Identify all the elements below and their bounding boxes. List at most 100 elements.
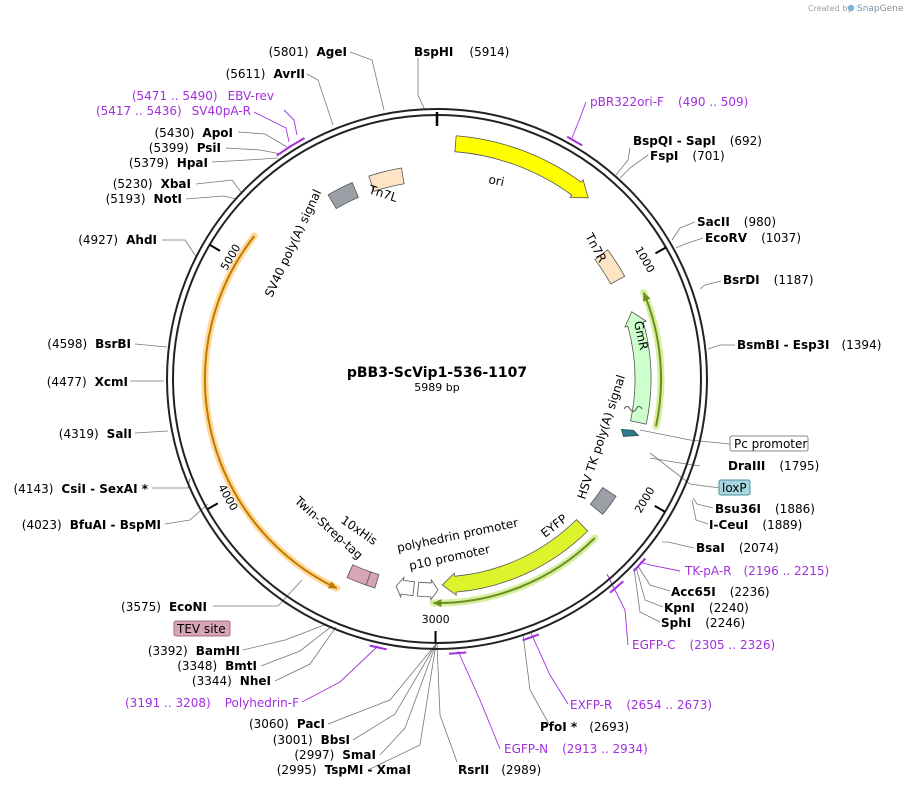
orf-arcs: [201, 232, 665, 608]
snapgene-brand: SnapGene: [857, 4, 904, 14]
enzyme-label: SphI(2246): [661, 616, 745, 630]
primer-marks: [276, 135, 647, 655]
orf-arc: [433, 537, 596, 605]
feature-tn7r: [594, 249, 626, 285]
tick-mark: [654, 246, 667, 255]
credit-text: Created by: [808, 4, 852, 13]
enzyme-label: EcoRV(1037): [705, 231, 801, 245]
feature-label-ori: ori: [487, 172, 505, 189]
enzyme-label: BspHI(5914): [414, 45, 509, 59]
enzyme-label: (2997)SmaI: [294, 748, 376, 762]
primer-label: pBR322ori-F(490 .. 509): [590, 95, 748, 109]
enzyme-label: (3348)BmtI: [177, 659, 257, 673]
primer-label: EXFP-R(2654 .. 2673): [570, 698, 712, 712]
enzyme-label: BsaI(2074): [696, 541, 779, 555]
loxp-label: loxP: [718, 479, 751, 496]
features: [327, 135, 652, 602]
tick-mark: [206, 502, 219, 511]
enzyme-label: (3001)BbsI: [273, 733, 350, 747]
primer-mark: [566, 135, 583, 147]
primer-label: EGFP-C(2305 .. 2326): [632, 638, 775, 652]
enzyme-label: (5379)HpaI: [129, 156, 208, 170]
enzyme-label: (4143)CsiI - SexAI *: [14, 482, 149, 496]
feature-gmr: [624, 311, 652, 425]
orf-arc: [203, 235, 338, 590]
svg-text:TEV site: TEV site: [176, 622, 226, 636]
feature-ori: [454, 135, 589, 199]
plasmid-name: pBB3-ScVip1-536-1107: [347, 365, 527, 381]
tick-label: 3000: [422, 613, 450, 626]
pc-promoter-mark: [623, 405, 643, 412]
primer-label: (5471 .. 5490)EBV-rev: [132, 89, 274, 103]
feature-twin-strep-tag: [346, 564, 372, 586]
tick-mark: [654, 504, 666, 513]
enzyme-label: (5801)AgeI: [269, 45, 347, 59]
enzyme-labels-left: (5801)AgeI (5611)AvrII (5430)ApoI (5399)…: [14, 45, 412, 777]
primer-label: EGFP-N(2913 .. 2934): [504, 742, 648, 756]
feature-label-tn7r: Tn7R: [582, 230, 609, 265]
enzyme-label: DraIII(1795): [728, 459, 819, 473]
enzyme-label: (4023)BfuAI - BspMI: [22, 518, 161, 532]
primer-mark: [632, 557, 647, 572]
enzyme-label: (5230)XbaI: [113, 177, 191, 191]
enzyme-label: (5193)NotI: [106, 192, 182, 206]
enzyme-label: (5611)AvrII: [226, 67, 305, 81]
enzyme-label: (4319)SalI: [59, 427, 132, 441]
enzyme-label: I-CeuI(1889): [709, 518, 802, 532]
enzyme-label: (4477)XcmI: [47, 375, 128, 389]
feature-p10-promoter: [395, 575, 415, 599]
enzyme-label: (3060)PacI: [249, 717, 325, 731]
orf-arrowhead: [327, 581, 337, 589]
feature-sv40-poly-a-signal: [327, 182, 359, 210]
enzyme-label: Acc65I(2236): [671, 585, 770, 599]
enzyme-label: BsmBI - Esp3I(1394): [737, 338, 881, 352]
tick-mark: [209, 243, 221, 252]
primer-mark: [522, 633, 540, 642]
enzyme-label: BspQI - SapI(692): [633, 134, 762, 148]
primer-mark: [276, 145, 292, 157]
tick-label: 1000: [632, 244, 657, 275]
leader-lines: [130, 51, 735, 771]
enzyme-label: (2995)TspMI - XmaI: [277, 763, 411, 777]
enzyme-labels-right: BspHI(5914) BspQI - SapI(692) FspI(701) …: [414, 45, 881, 777]
orf-arrowhead: [643, 292, 651, 302]
enzyme-label: (5399)PsiI: [149, 141, 221, 155]
primer-label: (3191 .. 3208)Polyhedrin-F: [125, 696, 299, 710]
enzyme-label: (3344)NheI: [192, 674, 271, 688]
tick-label: 2000: [632, 485, 657, 516]
primer-label: TK-pA-R(2196 .. 2215): [684, 564, 829, 578]
enzyme-label: SacII(980): [697, 215, 776, 229]
enzyme-label: (4927)AhdI: [78, 233, 157, 247]
feature-label-hsv: HSV TK poly(A) signal: [575, 373, 628, 501]
primer-mark: [289, 137, 306, 148]
feature-label-sv40: SV40 poly(A) signal: [262, 187, 324, 299]
tev-site-label: TEV site: [173, 620, 231, 637]
feature-eyfp: [441, 519, 589, 596]
enzyme-label: KpnI(2240): [664, 601, 749, 615]
enzyme-label: BsrDI(1187): [723, 273, 814, 287]
primer-labels: pBR322ori-F(490 .. 509) TK-pA-R(2196 .. …: [96, 89, 829, 756]
pc-promoter-label: Pc promoter: [729, 435, 809, 452]
orf-arc: [642, 292, 663, 427]
enzyme-label: PfoI *(2693): [540, 720, 629, 734]
enzyme-label: FspI(701): [650, 149, 725, 163]
enzyme-label: (3575)EcoNI: [121, 600, 207, 614]
primer-label: (5417 .. 5436)SV40pA-R: [96, 104, 251, 118]
feature-tn7l: [368, 167, 405, 192]
feature-polyhedrin-promoter: [417, 578, 439, 602]
primer-mark: [609, 580, 624, 594]
feature-label-gmr: GmR: [631, 320, 651, 352]
enzyme-label: (5430)ApoI: [155, 126, 234, 140]
orf-arrowhead: [433, 599, 442, 608]
snapgene-logo: SnapGene: [847, 4, 904, 14]
svg-text:Pc promoter: Pc promoter: [734, 437, 807, 451]
enzyme-label: RsrII(2989): [458, 763, 541, 777]
svg-text:loxP: loxP: [722, 481, 747, 495]
enzyme-label: (3392)BamHI: [148, 644, 240, 658]
enzyme-label: Bsu36I(1886): [715, 502, 815, 516]
plasmid-length: 5989 bp: [414, 381, 459, 394]
primer-mark: [369, 644, 387, 651]
loxp-mark: [620, 428, 640, 437]
primer-mark: [448, 651, 467, 655]
